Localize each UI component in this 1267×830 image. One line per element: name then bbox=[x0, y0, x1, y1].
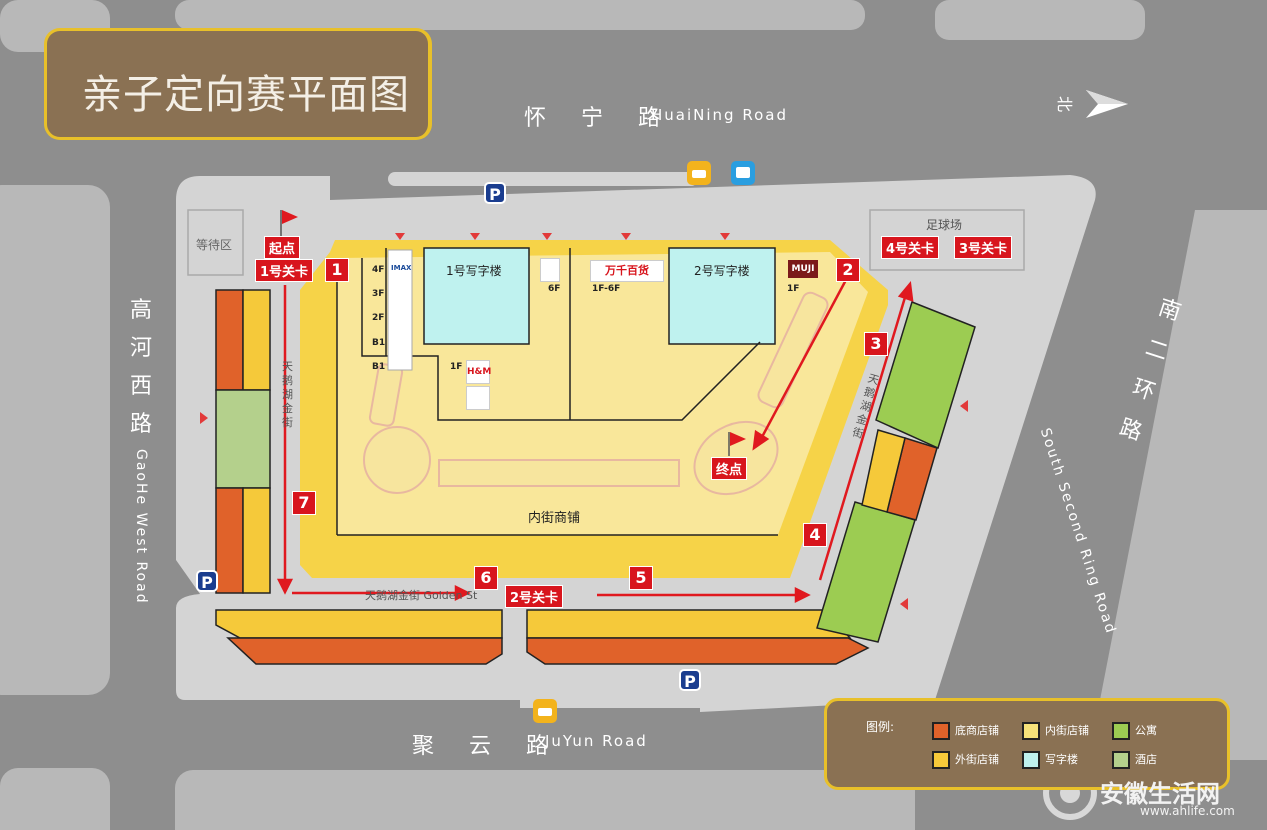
checkpoint-3-label: 3号关卡 bbox=[954, 236, 1013, 259]
floor-b1-a: B1 bbox=[372, 338, 386, 348]
imax-logo: IMAX bbox=[391, 264, 412, 272]
west-hotel bbox=[215, 389, 271, 489]
football-field-label: 足球场 bbox=[926, 218, 963, 232]
floor-3f: 3F bbox=[372, 289, 385, 299]
entrance-markers bbox=[200, 233, 968, 610]
road-south-cn: 聚 云 路 bbox=[412, 734, 562, 759]
compass-icon bbox=[1086, 90, 1128, 118]
watermark-url: www.ahlife.com bbox=[1140, 804, 1235, 818]
parking-icon-south: P bbox=[679, 669, 701, 691]
step-6-marker: 6 bbox=[474, 566, 498, 590]
plaza-bar bbox=[438, 459, 680, 487]
floor-b1-b: B1 bbox=[372, 362, 386, 372]
store-tile-column bbox=[387, 249, 413, 371]
legend-item-inner-shops: 内街店铺 bbox=[1022, 722, 1089, 740]
block-ne bbox=[935, 0, 1145, 40]
floor-4f: 4F bbox=[372, 265, 385, 275]
block-sw bbox=[0, 768, 110, 830]
west-shop-orange-top bbox=[215, 289, 244, 391]
legend-item-bottom-shops: 底商店铺 bbox=[932, 722, 999, 740]
office-2-label: 2号写字楼 bbox=[694, 264, 750, 278]
step-7-marker: 7 bbox=[292, 491, 316, 515]
taxi-icon-south bbox=[533, 699, 557, 723]
finish-flag-icon bbox=[728, 432, 746, 456]
block-w bbox=[0, 185, 110, 695]
road-west-en: GaoHe West Road bbox=[133, 449, 149, 605]
block-e bbox=[1100, 210, 1267, 760]
route-path bbox=[276, 277, 914, 604]
floor-1f-6f: 1F-6F bbox=[592, 284, 621, 294]
west-shop-orange-bot bbox=[215, 487, 244, 594]
page-title: 亲子定向赛平面图 bbox=[82, 72, 410, 118]
inner-street-core bbox=[337, 252, 868, 535]
step-5-marker: 5 bbox=[629, 566, 653, 590]
floor-2f: 2F bbox=[372, 313, 385, 323]
taxi-icon-north bbox=[687, 161, 711, 185]
step-4-marker: 4 bbox=[803, 523, 827, 547]
start-label: 起点 bbox=[264, 236, 301, 259]
watermark-name: 安徽生活网 bbox=[1100, 780, 1220, 808]
west-shop-yellow-top bbox=[242, 289, 271, 391]
waiting-area-label: 等待区 bbox=[196, 238, 233, 252]
wanqian-store-logo: 万千百货 bbox=[590, 260, 664, 282]
step-1-marker: 1 bbox=[325, 258, 349, 282]
road-north-cn: 怀 宁 路 bbox=[524, 106, 674, 131]
west-shop-yellow-bot bbox=[242, 487, 271, 594]
map-legend bbox=[824, 698, 1230, 790]
road-west-cn: 高河西路 bbox=[129, 298, 152, 437]
store-logo-1f bbox=[466, 386, 490, 410]
south-shop-w-orange bbox=[226, 637, 503, 665]
start-flag-icon bbox=[280, 210, 298, 236]
parking-icon-west: P bbox=[196, 570, 218, 592]
checkpoint-1-label: 1号关卡 bbox=[255, 259, 314, 282]
store-logo-6f bbox=[540, 258, 560, 282]
plaza-circle bbox=[363, 426, 431, 494]
bus-icon bbox=[731, 161, 755, 185]
parking-icon-north: P bbox=[484, 182, 506, 204]
compass-label: 北 bbox=[1055, 95, 1075, 113]
block-s bbox=[175, 770, 915, 830]
muji-logo: MUJI bbox=[788, 260, 818, 278]
football-field-box bbox=[869, 209, 1025, 271]
east-apartment-north bbox=[875, 301, 976, 450]
north-curb bbox=[388, 172, 698, 186]
step-3-marker: 3 bbox=[864, 332, 888, 356]
floor-6f: 6F bbox=[548, 284, 561, 294]
step-2-marker: 2 bbox=[836, 258, 860, 282]
legend-item-office: 写字楼 bbox=[1022, 751, 1078, 769]
checkpoint-4-label: 4号关卡 bbox=[881, 236, 940, 259]
legend-item-apartment: 公寓 bbox=[1112, 722, 1157, 740]
south-shop-e-orange bbox=[526, 637, 870, 665]
inner-shops-label: 内街商铺 bbox=[528, 511, 581, 526]
legend-title: 图例: bbox=[866, 720, 895, 734]
checkpoint-2-label: 2号关卡 bbox=[505, 585, 564, 608]
south-shop-e-yellow bbox=[526, 609, 852, 639]
legend-item-outer-shops: 外街店铺 bbox=[932, 751, 999, 769]
title-panel bbox=[44, 28, 432, 140]
east-shop-yellow bbox=[861, 429, 906, 513]
office-2 bbox=[668, 247, 776, 345]
west-inner-street-label: 天鹅湖金街 bbox=[282, 360, 293, 429]
block-n bbox=[175, 0, 865, 30]
office-1 bbox=[423, 247, 530, 345]
south-shop-w-yellow bbox=[215, 609, 503, 639]
road-north-en: HuaiNing Road bbox=[651, 106, 788, 124]
floor-1f-hm: 1F bbox=[450, 362, 463, 372]
floor-1f-muji: 1F bbox=[787, 284, 800, 294]
road-south-en: JuYun Road bbox=[545, 732, 648, 750]
hm-logo: H&M bbox=[466, 360, 491, 384]
finish-label: 终点 bbox=[711, 457, 748, 480]
waiting-area-box bbox=[187, 209, 244, 276]
legend-item-hotel: 酒店 bbox=[1112, 751, 1157, 769]
inner-street-label: 天鹅湖金街 Golden St bbox=[365, 589, 478, 602]
office-1-label: 1号写字楼 bbox=[446, 264, 502, 278]
